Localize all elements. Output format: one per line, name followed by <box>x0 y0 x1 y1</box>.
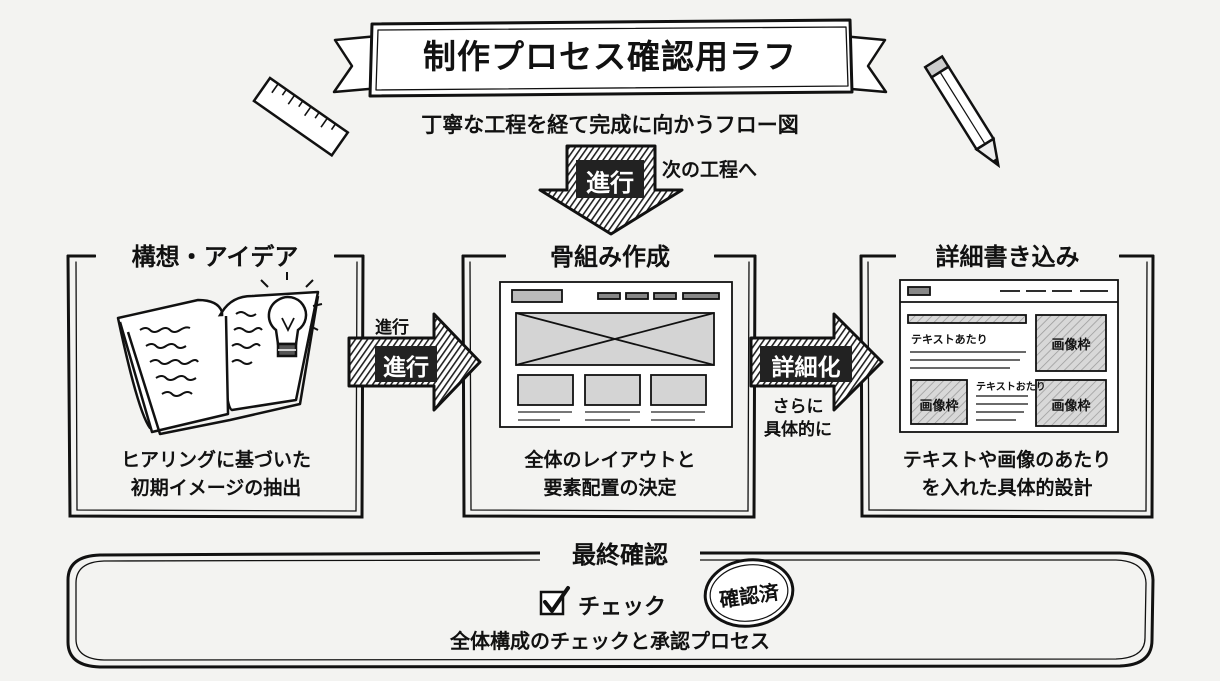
final-caption: 全体構成のチェックと承認プロセス <box>450 629 770 653</box>
arrow-1-note: 進行 <box>375 318 409 338</box>
skeleton-wireframe <box>499 281 733 428</box>
step-1-caption: ヒアリングに基づいた 初期イメージの抽出 <box>120 449 311 499</box>
step-3-frame <box>859 254 1155 519</box>
title-banner <box>332 18 888 98</box>
approved-stamp <box>703 558 795 628</box>
step-3-title: 詳細書き込み <box>896 237 1119 272</box>
detail-wireframe <box>899 279 1119 433</box>
top-arrow-label: 進行 <box>586 169 634 197</box>
step-1-title: 構想・アイデア <box>96 237 334 272</box>
page-title: 制作プロセス確認用ラフ <box>423 37 797 76</box>
image-placeholder-2: 画像枠 <box>919 399 959 414</box>
final-title: 最終確認 <box>540 535 700 570</box>
text-placeholder-1: テキストあたり <box>911 333 988 346</box>
text-placeholder-2: テキストおたり <box>976 382 1046 393</box>
light-bulb-icon <box>260 272 323 358</box>
step-3-caption: テキストや画像のあたり を入れた具体的設計 <box>902 449 1112 499</box>
arrow-2-label: 詳細化 <box>771 355 841 381</box>
pencil-icon <box>923 54 1001 169</box>
top-arrow-note: 次の工程へ <box>662 159 758 181</box>
arrow-2-note: さらに 具体的に <box>764 397 832 440</box>
page-subtitle: 丁寧な工程を経て完成に向かうフロー図 <box>421 113 799 137</box>
image-placeholder-3: 画像枠 <box>1051 399 1091 414</box>
final-check-frame <box>66 551 1155 669</box>
image-placeholder-1: 画像枠 <box>1051 338 1091 353</box>
check-label: チェック <box>578 595 667 620</box>
checkbox-icon <box>539 586 570 616</box>
arrow-1-label: 進行 <box>383 355 429 381</box>
step-2-title: 骨組み作成 <box>506 237 714 272</box>
step-2-caption: 全体のレイアウトと 要素配置の決定 <box>524 449 696 499</box>
ruler-icon <box>252 76 350 158</box>
open-book-icon <box>116 290 320 436</box>
